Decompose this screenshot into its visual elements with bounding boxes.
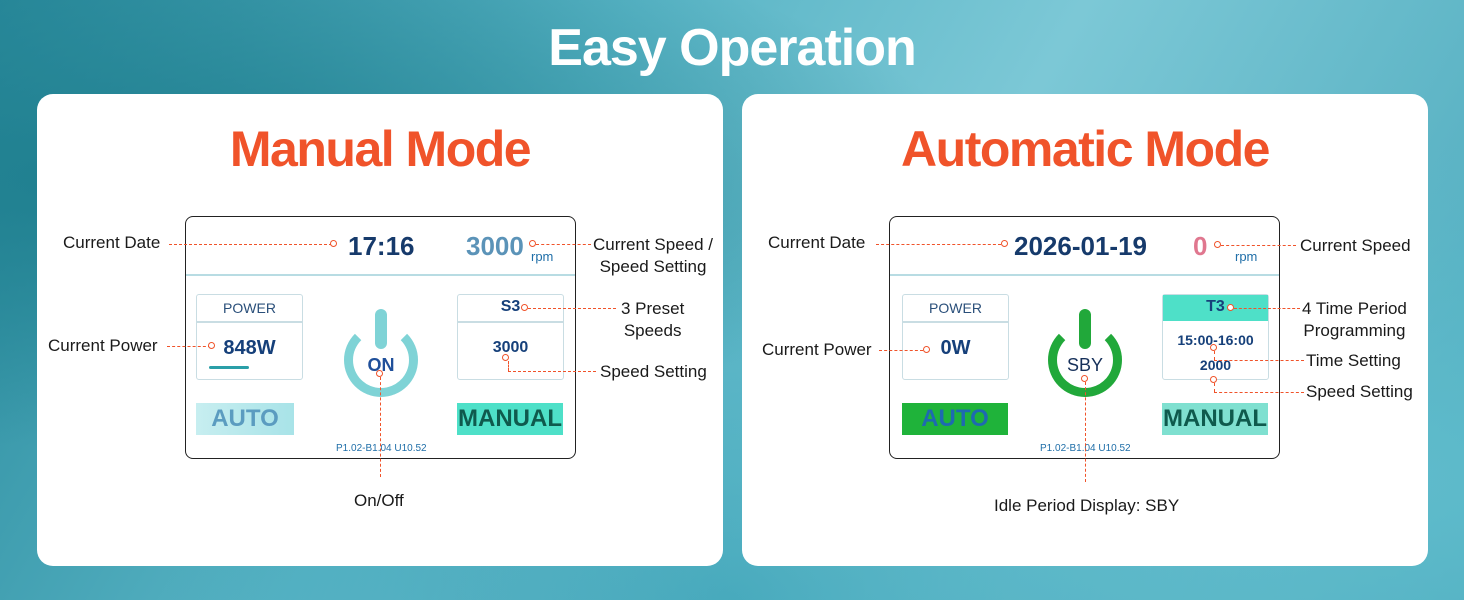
power-box-divider — [903, 321, 1008, 323]
ann-idle-period: Idle Period Display: SBY — [994, 496, 1180, 515]
ann-current-date: Current Date — [768, 233, 866, 252]
leader-time — [1214, 360, 1304, 361]
ann-period-line1: 4 Time Period — [1302, 299, 1407, 318]
power-stem — [1079, 309, 1091, 349]
power-value: 848W — [223, 337, 276, 359]
ann-current-power: Current Power — [762, 340, 872, 359]
power-button[interactable]: ON — [344, 309, 418, 399]
manual-display-screen: 17:16 3000 rpm POWER 848W ON S3 3000 AUT… — [185, 216, 576, 459]
leader-power-dot — [923, 346, 930, 353]
leader-setting — [1214, 392, 1304, 393]
ann-time-setting: Time Setting — [1306, 351, 1401, 370]
leader-setting — [508, 371, 596, 372]
clock-readout: 17:16 — [348, 231, 415, 261]
ann-speed-setting: Speed Setting — [600, 362, 707, 381]
power-label: POWER — [929, 300, 982, 316]
ann-preset-speeds: 3 Preset Speeds — [621, 298, 684, 342]
leader-date — [876, 244, 1001, 245]
speed-readout: 3000 — [466, 231, 524, 261]
manual-mode-button[interactable]: MANUAL — [457, 403, 563, 435]
leader-setting-dot — [502, 354, 509, 361]
preset-box-divider — [458, 321, 563, 323]
ann-current-speed-line1: Current Speed / — [593, 235, 714, 254]
ann-time-period: 4 Time Period Programming — [1302, 298, 1407, 342]
power-box: POWER 848W — [196, 294, 303, 380]
leader-power-dot — [208, 342, 215, 349]
firmware-version: P1.02-B1.04 U10.52 — [336, 443, 427, 454]
leader-speed-dot — [529, 240, 536, 247]
leader-speed — [1221, 245, 1296, 246]
period-time: 15:00-16:00 — [1177, 332, 1254, 348]
leader-speed — [536, 244, 591, 245]
period-box: T3 15:00-16:00 2000 — [1162, 294, 1269, 380]
power-ring — [344, 323, 418, 397]
leader-onoff — [380, 377, 381, 477]
leader-preset-dot — [521, 304, 528, 311]
power-box: POWER 0W — [902, 294, 1009, 380]
ann-current-date: Current Date — [63, 233, 161, 252]
manual-mode-title: Manual Mode — [229, 121, 532, 177]
leader-preset — [528, 308, 616, 309]
auto-mode-button[interactable]: AUTO — [196, 403, 294, 435]
leader-date — [169, 244, 332, 245]
power-level-bar — [209, 366, 249, 369]
rpm-unit: rpm — [1235, 249, 1258, 264]
leader-power — [167, 346, 211, 347]
preset-box: S3 3000 — [457, 294, 564, 380]
leader-setting-dot — [1210, 376, 1217, 383]
leader-idle — [1085, 382, 1086, 482]
power-label: POWER — [223, 300, 276, 316]
ann-period-line2: Programming — [1303, 321, 1406, 340]
ann-speed-setting: Speed Setting — [1306, 382, 1413, 401]
period-label: T3 — [1206, 298, 1225, 315]
preset-label: S3 — [500, 298, 521, 315]
ann-current-speed-line2: Speed Setting — [599, 257, 707, 276]
leader-time-v — [1214, 351, 1215, 360]
leader-onoff-dot — [376, 370, 383, 377]
ann-on-off: On/Off — [354, 491, 404, 510]
preset-speed-value: 3000 — [492, 339, 529, 356]
leader-setting-v — [1214, 383, 1215, 392]
ann-current-power: Current Power — [48, 336, 158, 355]
leader-power — [879, 350, 923, 351]
automatic-display-screen: 2026-01-19 0 rpm POWER 0W SBY T3 15:00-1… — [889, 216, 1280, 459]
auto-mode-button[interactable]: AUTO — [902, 403, 1008, 435]
ann-preset-line2: Speeds — [623, 321, 682, 340]
ann-current-speed: Current Speed / Speed Setting — [593, 234, 713, 278]
leader-date-dot — [1001, 240, 1008, 247]
automatic-mode-card: Automatic Mode 2026-01-19 0 rpm POWER 0W… — [742, 94, 1428, 566]
automatic-mode-title: Automatic Mode — [901, 121, 1270, 177]
period-speed-value: 2000 — [1199, 357, 1232, 373]
ann-current-speed: Current Speed — [1300, 236, 1411, 255]
speed-readout: 0 — [1193, 231, 1208, 261]
page-headline: Easy Operation — [548, 19, 916, 77]
power-state-label: ON — [367, 355, 395, 375]
leader-period-dot — [1227, 304, 1234, 311]
screen-divider — [890, 274, 1279, 276]
leader-idle-dot — [1081, 375, 1088, 382]
leader-speed-dot — [1214, 241, 1221, 248]
power-value: 0W — [940, 337, 971, 359]
leader-period — [1234, 308, 1300, 309]
power-box-divider — [197, 321, 302, 323]
leader-setting-v — [508, 361, 509, 371]
rpm-unit: rpm — [531, 249, 554, 264]
screen-divider — [186, 274, 575, 276]
date-readout: 2026-01-19 — [1014, 231, 1147, 261]
power-stem — [375, 309, 387, 349]
leader-time-dot — [1210, 344, 1217, 351]
manual-mode-button[interactable]: MANUAL — [1162, 403, 1268, 435]
manual-mode-card: Manual Mode 17:16 3000 rpm POWER 848W ON… — [37, 94, 723, 566]
ann-preset-line1: 3 Preset — [621, 299, 685, 318]
leader-date-dot — [330, 240, 337, 247]
power-state-label: SBY — [1066, 355, 1104, 375]
